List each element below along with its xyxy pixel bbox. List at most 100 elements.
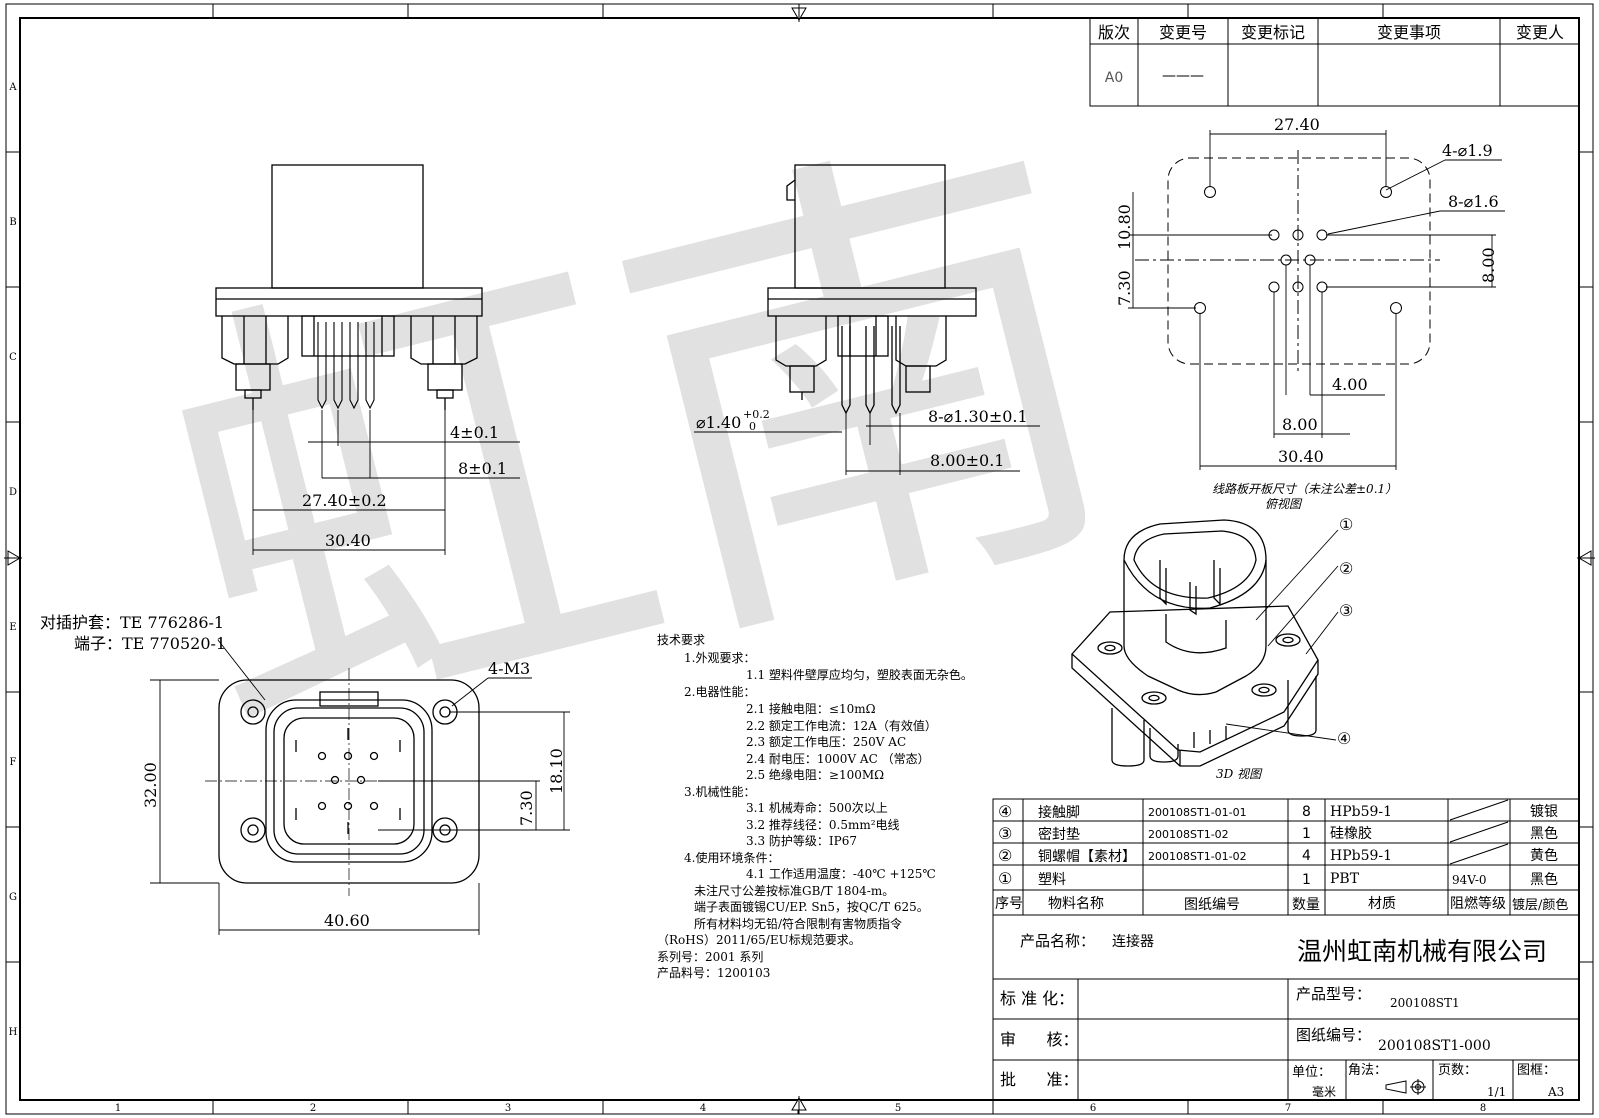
front-dim-pin-pitch: 4±0.1 — [450, 423, 499, 442]
tech-line: 2.4 耐电压：1000V AC （常态） — [746, 752, 930, 766]
bom-table — [992, 798, 1580, 916]
zone-col-1: 1 — [115, 1103, 121, 1114]
bom-name: 密封垫 — [1038, 826, 1080, 843]
tb-standardization-label: 标 准 化： — [1000, 989, 1074, 1008]
tb-product-name-label: 产品名称： — [1020, 932, 1095, 950]
face-mating-label: 对插护套：TE 776286-1 — [40, 613, 224, 632]
zone-col-4: 4 — [700, 1103, 706, 1114]
tb-frame: A3 — [1547, 1085, 1564, 1099]
bom-row: ② 铜螺帽【素材】 200108ST1-01-02 4 HPb59-1 黄色 — [998, 846, 1558, 865]
bom-finish: 黄色 — [1530, 847, 1558, 864]
pcb-dim-pin-pitch: 4.00 — [1332, 375, 1368, 394]
bom-header-finish: 镀层/颜色 — [1512, 897, 1568, 913]
side-dim-pin-hole: 8-⌀1.30±0.1 — [928, 407, 1028, 426]
face-view-dimensions — [150, 639, 570, 935]
rev-header-changer: 变更人 — [1516, 23, 1564, 42]
bom-finish: 镀银 — [1530, 803, 1558, 820]
pcb-dimensions — [1128, 130, 1505, 470]
iso-callout-2: ② — [1339, 559, 1353, 578]
front-view-dimensions — [252, 410, 520, 555]
face-terminal-label: 端子：TE 770520-1 — [74, 634, 226, 653]
zone-row-c: C — [9, 352, 17, 363]
bom-qty: 8 — [1302, 804, 1311, 820]
bom-row: ① 塑料 1 PBT 94V-0 黑色 — [998, 869, 1558, 888]
bom-drawing: 200108ST1-01-02 — [1148, 850, 1247, 863]
iso-callout-1: ① — [1339, 515, 1353, 534]
zone-row-h: H — [9, 1027, 18, 1038]
tb-drawing-no: 200108ST1-000 — [1378, 1038, 1491, 1054]
bom-flame: 94V-0 — [1452, 873, 1487, 887]
bom-header-flame: 阻燃等级 — [1450, 895, 1506, 912]
zone-col-3: 3 — [505, 1103, 511, 1114]
bom-qty: 4 — [1302, 848, 1311, 864]
tech-line: 4.1 工作适用温度：-40℃ +125℃ — [746, 866, 936, 881]
pcb-dim-lower-offset: 7.30 — [1115, 270, 1134, 306]
bom-row: ④ 接触脚 200108ST1-01-01 8 HPb59-1 镀银 — [998, 802, 1558, 821]
tech-line: 2.5 绝缘电阻：≥100MΩ — [746, 767, 884, 782]
bom-drawing: 200108ST1-02 — [1148, 828, 1229, 841]
zone-row-b: B — [9, 217, 16, 228]
tb-company-name: 温州虹南机械有限公司 — [1297, 937, 1547, 966]
iso-caption: 3D 视图 — [1216, 767, 1263, 781]
zone-ticks — [6, 4, 1593, 1114]
side-dim-pin-dia: ⌀1.40 — [696, 413, 741, 432]
side-dim-pin-span: 8.00±0.1 — [930, 451, 1004, 470]
bom-drawing: 200108ST1-01-01 — [1148, 806, 1247, 819]
pcb-dim-hole-pitch: 27.40 — [1274, 115, 1320, 134]
pcb-dim-mount-holes: 4-⌀1.9 — [1442, 141, 1493, 160]
pcb-layout — [1135, 150, 1440, 372]
tb-model: 200108ST1 — [1390, 996, 1460, 1010]
tech-line: 2.1 接触电阻：≤10mΩ — [746, 701, 876, 716]
tech-line: 所有材料均无铅/符合限制有害物质指令 — [694, 916, 902, 931]
bom-header-drawing: 图纸编号 — [1184, 897, 1240, 913]
side-view-dimensions — [694, 413, 1040, 475]
zone-row-labels: A B C D E F G H — [8, 82, 17, 1038]
bom-seq: ① — [998, 869, 1012, 888]
tech-line: 端子表面镀锡CU/EP. Sn5，按QC/T 625。 — [694, 899, 929, 914]
bom-name: 塑料 — [1038, 872, 1066, 888]
bom-qty: 1 — [1302, 826, 1311, 842]
face-dim-pin-offset: 7.30 — [517, 790, 536, 826]
zone-col-5: 5 — [895, 1103, 901, 1114]
tech-line: 3.机械性能： — [684, 784, 755, 799]
rev-row-version: A0 — [1105, 70, 1123, 86]
iso-callout-3: ③ — [1339, 601, 1353, 620]
tech-title: 技术要求 — [657, 633, 705, 647]
tb-model-label: 产品型号： — [1296, 985, 1371, 1003]
rev-header-change-mark: 变更标记 — [1241, 23, 1305, 42]
zone-col-6: 6 — [1090, 1103, 1096, 1114]
zone-col-2: 2 — [310, 1103, 316, 1114]
tech-line: 2.2 额定工作电流：12A（有效值） — [746, 718, 937, 733]
bom-seq: ③ — [998, 824, 1012, 843]
iso-view — [1071, 519, 1319, 767]
tech-line: 1.1 塑料件壁厚应均匀，塑胶表面无杂色。 — [746, 667, 973, 682]
tech-line: 系列号：2001 系列 — [657, 950, 763, 964]
front-dim-hole-pitch: 27.40±0.2 — [302, 491, 387, 510]
pcb-dim-row-span: 8.00 — [1479, 247, 1498, 283]
bom-qty: 1 — [1302, 872, 1311, 888]
tech-line: 2.电器性能： — [684, 685, 755, 699]
side-view — [767, 164, 977, 415]
tech-line: 3.2 推荐线径：0.5mm²电线 — [746, 818, 900, 832]
centering-marks — [4, 4, 1595, 1114]
bom-seq: ② — [998, 846, 1012, 865]
bom-material: HPb59-1 — [1330, 804, 1392, 820]
tech-line: 未注尺寸公差按标准GB/T 1804-m。 — [694, 883, 894, 898]
bom-name: 接触脚 — [1038, 804, 1080, 821]
tb-unit-label: 单位： — [1292, 1065, 1331, 1080]
projection-icon — [1385, 1079, 1426, 1095]
tech-line: 3.3 防护等级：IP67 — [746, 833, 857, 848]
pcb-subcaption: 俯视图 — [1265, 497, 1303, 511]
tech-line: 4.使用环境条件： — [684, 850, 779, 865]
tb-unit: 毫米 — [1312, 1084, 1336, 1099]
tech-requirements: 技术要求 1.外观要求： 1.1 塑料件壁厚应均匀，塑胶表面无杂色。 2.电器性… — [657, 633, 973, 980]
face-dim-hole-vpitch: 18.10 — [547, 748, 566, 794]
rev-header-version: 版次 — [1098, 23, 1130, 42]
zone-row-a: A — [8, 82, 17, 93]
side-dim-pin-dia-lower-tol: 0 — [749, 420, 756, 433]
pcb-dim-pin-holes: 8-⌀1.6 — [1448, 192, 1499, 211]
tb-drawing-no-label: 图纸编号： — [1296, 1026, 1371, 1044]
zone-row-e: E — [9, 622, 16, 633]
bom-header-material: 材质 — [1368, 896, 1396, 912]
iso-callouts — [1225, 529, 1339, 741]
